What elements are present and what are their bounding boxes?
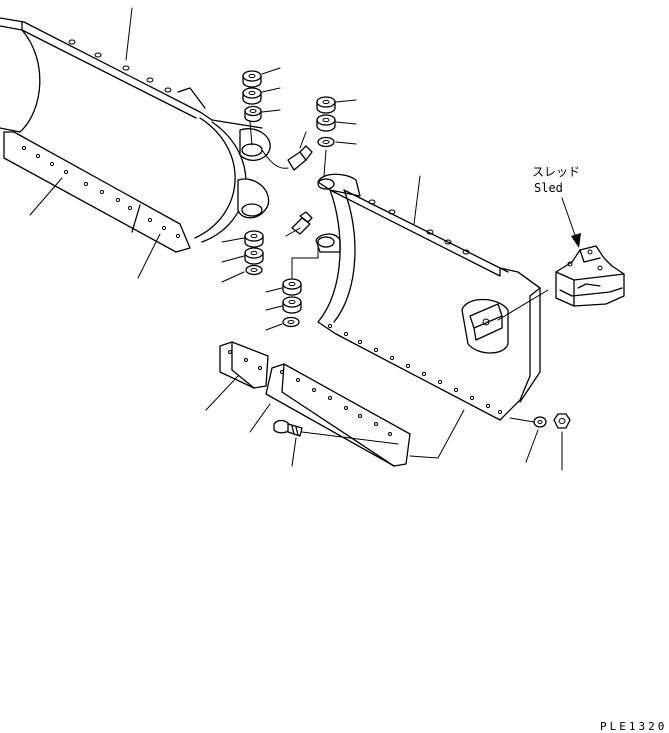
sled-label-japanese: スレッド xyxy=(532,165,580,179)
left-moldboard xyxy=(0,7,271,279)
sled-label-english: Sled xyxy=(534,181,563,195)
washer-stack-lower-right xyxy=(265,247,319,331)
end-bit xyxy=(205,341,269,411)
sled-assembly: スレッド Sled xyxy=(532,165,625,307)
pin-fitting-lower xyxy=(285,211,313,237)
cutting-edge-right xyxy=(249,363,465,467)
hinge-hardware-left xyxy=(221,67,313,283)
pin-fitting-upper xyxy=(261,131,313,171)
washer-stack-upper-left xyxy=(242,67,281,146)
plow-bolt xyxy=(273,419,399,467)
drawing-code: PLE1320 xyxy=(600,720,667,733)
washer-stack-lower-left xyxy=(221,230,264,283)
right-moldboard xyxy=(315,173,549,421)
washer-and-nut xyxy=(509,413,571,471)
hinge-hardware-right xyxy=(265,96,357,331)
washer-stack-upper-right xyxy=(316,96,357,177)
